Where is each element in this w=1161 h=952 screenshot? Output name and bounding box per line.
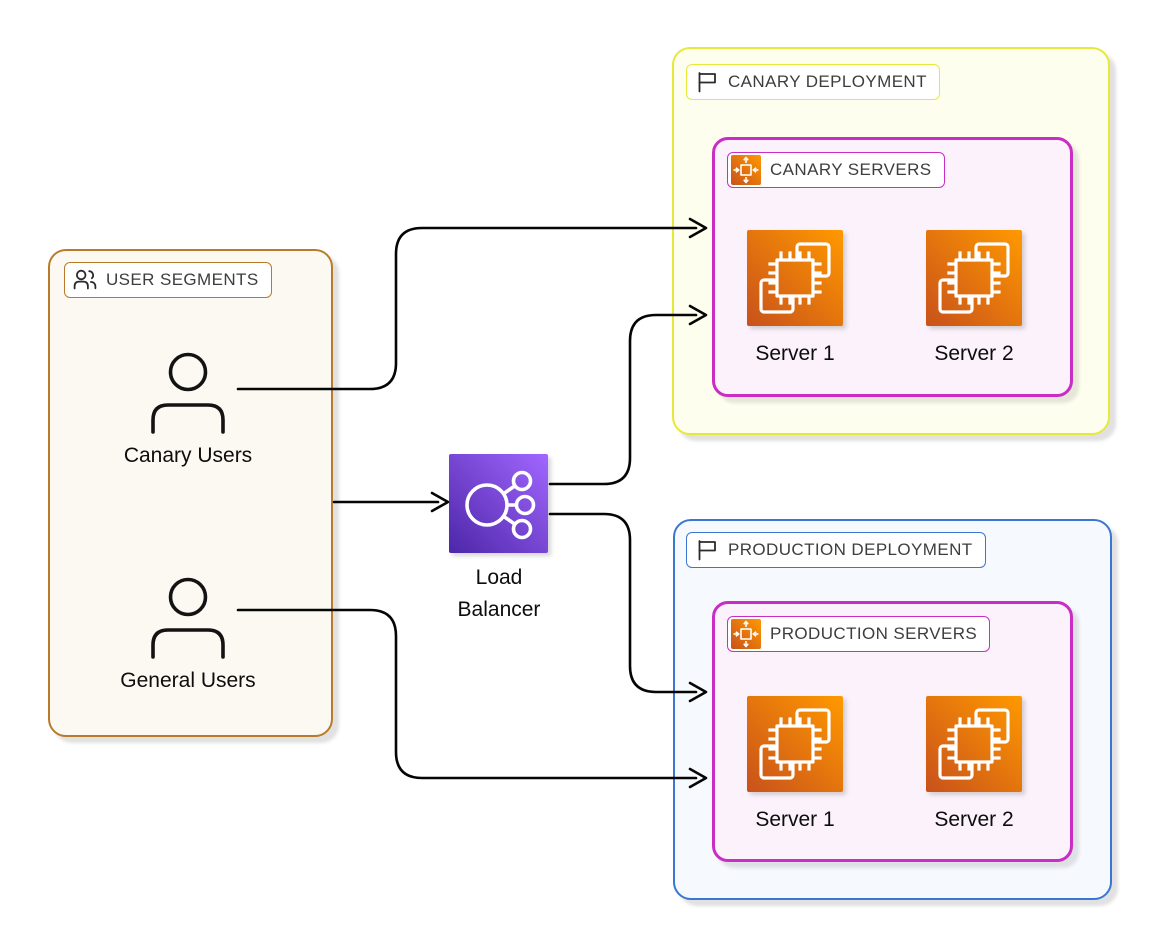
users-icon <box>73 268 97 292</box>
canary-deployment-title: CANARY DEPLOYMENT <box>728 72 927 91</box>
production-server-1-label: Server 1 <box>755 808 835 831</box>
flag-icon <box>695 70 719 94</box>
user-segments-chip: USER SEGMENTS <box>64 262 272 298</box>
ec2-server-icon <box>747 696 843 797</box>
canary-deployment-chip: CANARY DEPLOYMENT <box>686 64 940 100</box>
production-deployment-chip: PRODUCTION DEPLOYMENT <box>686 532 986 568</box>
canary-users-label: Canary Users <box>123 444 253 467</box>
production-servers-chip: PRODUCTION SERVERS <box>727 616 991 652</box>
person-icon <box>150 577 226 664</box>
user-segments-title: USER SEGMENTS <box>106 270 259 289</box>
canary-servers-chip: CANARY SERVERS <box>727 152 945 188</box>
production-server-2-label: Server 2 <box>934 808 1014 831</box>
ec2-server-icon <box>926 230 1022 331</box>
canary-server-2-label: Server 2 <box>934 342 1014 365</box>
auto-scaling-icon <box>731 155 761 185</box>
ec2-server-icon <box>926 696 1022 797</box>
load-balancer-label: Load Balancer <box>420 562 578 626</box>
canary-server-1-label: Server 1 <box>755 342 835 365</box>
canary-servers-title: CANARY SERVERS <box>770 160 932 179</box>
ec2-server-icon <box>747 230 843 331</box>
load-balancer-label-line2: Balancer <box>457 598 541 621</box>
load-balancer-label-line1: Load <box>475 566 523 589</box>
flag-icon <box>695 538 719 562</box>
production-servers-title: PRODUCTION SERVERS <box>770 624 978 643</box>
load-balancer-icon <box>449 454 548 558</box>
auto-scaling-icon <box>731 619 761 649</box>
arrowhead <box>430 491 450 513</box>
general-users-label: General Users <box>120 669 256 692</box>
production-deployment-title: PRODUCTION DEPLOYMENT <box>728 540 973 559</box>
person-icon <box>150 352 226 439</box>
